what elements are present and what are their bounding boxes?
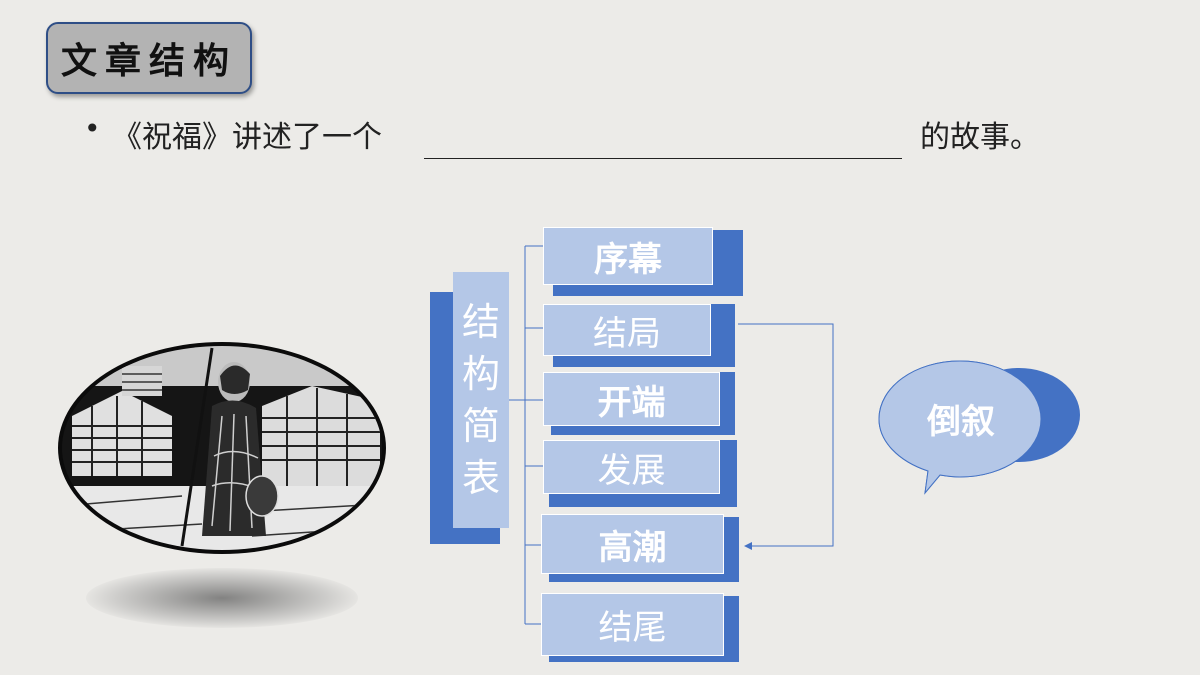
node-beginning: 开端: [543, 372, 720, 426]
sentence-prefix: 《祝福》讲述了一个: [112, 120, 382, 155]
illustration-shadow: [86, 568, 358, 628]
node-climax: 高潮: [541, 514, 724, 574]
sentence-suffix: 的故事。: [920, 120, 1040, 155]
fill-in-blank: [424, 158, 902, 159]
root-char: 构: [461, 352, 500, 396]
node-prologue: 序幕: [543, 227, 713, 285]
node-development: 发展: [543, 440, 720, 494]
woodcut-illustration: [58, 342, 386, 554]
root-char: 简: [461, 404, 500, 448]
node-conclusion: 结尾: [541, 593, 724, 656]
root-char: 表: [461, 456, 500, 500]
root-char: 结: [461, 300, 500, 344]
section-title: 文章结构: [46, 22, 252, 94]
node-ending: 结局: [543, 304, 711, 356]
bullet-dot: •: [84, 112, 101, 145]
flashback-label: 倒叙: [927, 401, 995, 442]
structure-table-label: 结 构 简 表: [453, 272, 509, 528]
